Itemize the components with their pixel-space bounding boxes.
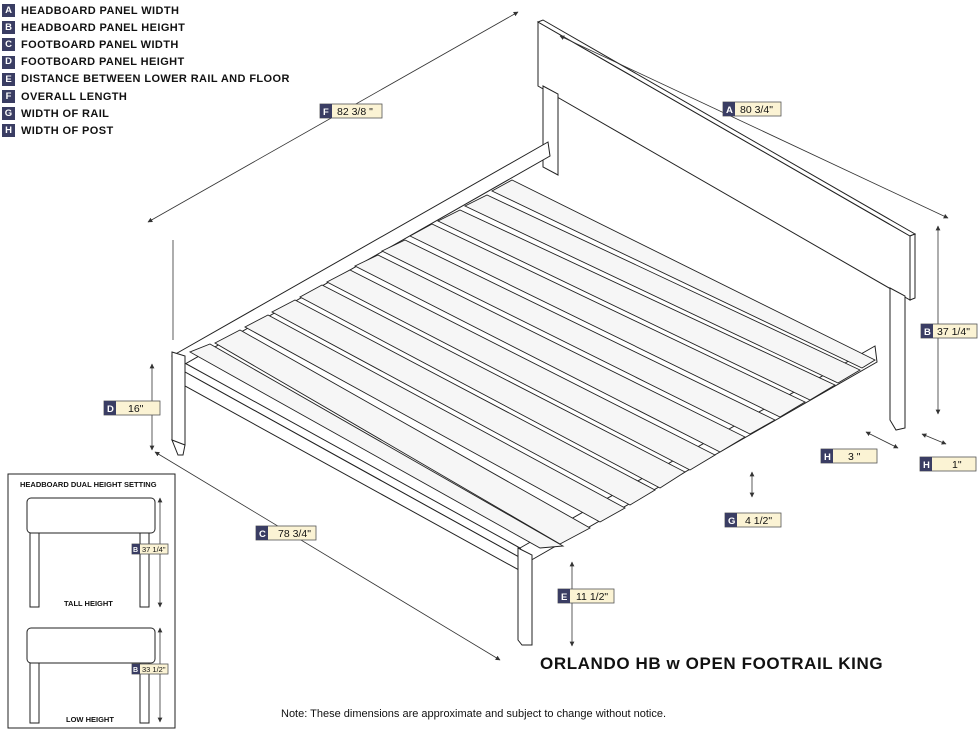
tag-key: H — [923, 460, 930, 471]
inset-tall-label: TALL HEIGHT — [64, 599, 113, 608]
legend-label: FOOTBOARD PANEL WIDTH — [21, 38, 179, 51]
headboard-height-inset: HEADBOARD DUAL HEIGHT SETTING B 37 1/4" … — [7, 473, 176, 729]
tag-key: E — [561, 592, 567, 603]
tag-key: D — [107, 404, 114, 415]
legend-item-b: B HEADBOARD PANEL HEIGHT — [2, 19, 290, 36]
tag-value: 1" — [952, 459, 962, 471]
tag-value: 37 1/4" — [937, 326, 970, 338]
inset-low-key: B — [133, 667, 138, 674]
legend-label: HEADBOARD PANEL WIDTH — [21, 4, 180, 17]
tag-key: A — [726, 105, 733, 116]
legend-item-f: F OVERALL LENGTH — [2, 88, 290, 105]
tag-key: H — [824, 452, 831, 463]
tag-key: G — [728, 516, 735, 527]
tag-g: G 4 1/2" — [724, 512, 782, 528]
tag-c: C 78 3/4" — [255, 525, 317, 541]
tag-value: 4 1/2" — [745, 515, 772, 527]
tag-key: F — [323, 107, 329, 118]
slats — [188, 179, 876, 549]
tag-h-post-1: H 1" — [919, 456, 977, 472]
inset-tall-key: B — [133, 547, 138, 554]
legend-label: WIDTH OF RAIL — [21, 107, 110, 120]
legend-label: FOOTBOARD PANEL HEIGHT — [21, 56, 185, 69]
legend-key: C — [2, 38, 15, 52]
legend-label: WIDTH OF POST — [21, 124, 114, 137]
legend-item-a: A HEADBOARD PANEL WIDTH — [2, 2, 290, 19]
legend-item-h: H WIDTH OF POST — [2, 122, 290, 139]
tag-key: B — [924, 327, 931, 338]
legend-key: A — [2, 4, 15, 18]
legend-key: H — [2, 124, 15, 138]
legend-item-d: D FOOTBOARD PANEL HEIGHT — [2, 54, 290, 71]
tag-value: 82 3/8 " — [337, 106, 373, 118]
tag-f: F 82 3/8 " — [319, 103, 383, 119]
tag-value: 3 " — [848, 451, 861, 463]
legend-label: HEADBOARD PANEL HEIGHT — [21, 21, 186, 34]
tag-key: C — [259, 529, 266, 540]
legend-key: D — [2, 55, 15, 69]
tag-e: E 11 1/2" — [557, 588, 615, 604]
tag-b: B 37 1/4" — [920, 323, 978, 339]
tag-d: D 16" — [103, 400, 161, 416]
inset-tall-value: 37 1/4" — [142, 545, 166, 554]
disclaimer-note: Note: These dimensions are approximate a… — [281, 708, 667, 720]
legend-key: B — [2, 21, 15, 35]
legend-key: F — [2, 90, 15, 104]
dimension-lines — [147, 11, 949, 661]
legend-key: G — [2, 107, 15, 121]
inset-title: HEADBOARD DUAL HEIGHT SETTING — [20, 480, 157, 489]
tag-a: A 80 3/4" — [722, 101, 782, 117]
legend-key: E — [2, 72, 15, 86]
inset-low-label: LOW HEIGHT — [66, 715, 114, 724]
tag-value: 78 3/4" — [278, 528, 311, 540]
inset-low-value: 33 1/2" — [142, 665, 166, 674]
legend-item-c: C FOOTBOARD PANEL WIDTH — [2, 36, 290, 53]
product-title: ORLANDO HB w OPEN FOOTRAIL KING — [540, 654, 884, 673]
legend-label: OVERALL LENGTH — [21, 90, 128, 103]
legend-item-g: G WIDTH OF RAIL — [2, 105, 290, 122]
tag-value: 16" — [128, 403, 144, 415]
tag-value: 80 3/4" — [740, 104, 773, 116]
tag-value: 11 1/2" — [576, 591, 608, 603]
tag-h-post-3: H 3 " — [820, 448, 878, 464]
